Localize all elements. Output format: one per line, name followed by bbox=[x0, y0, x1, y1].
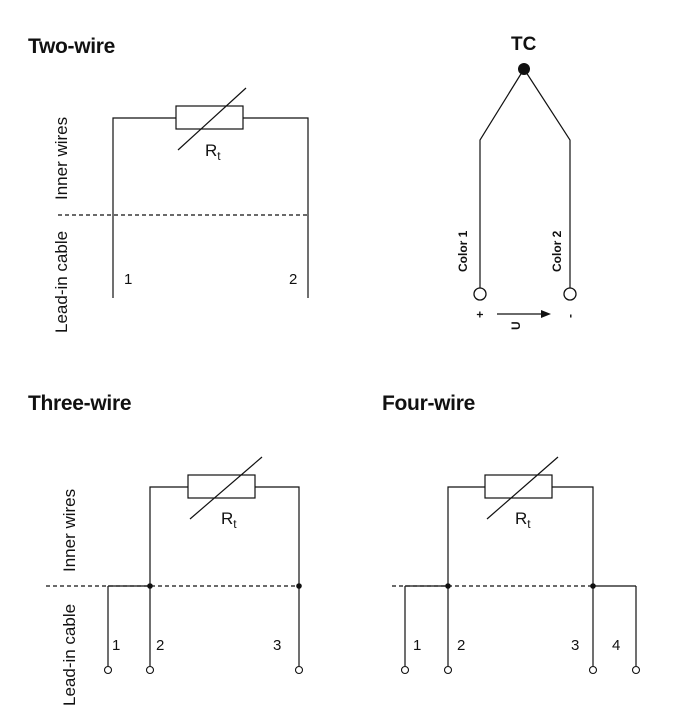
two-wire-lead-in-cable-label: Lead-in cable bbox=[52, 231, 71, 333]
three-wire-terminal-circle-2 bbox=[145, 665, 155, 675]
two-wire-variable-arrow bbox=[177, 87, 247, 151]
four-wire-terminal-circle-1 bbox=[400, 665, 410, 675]
four-wire-terminal-1: 1 bbox=[413, 637, 421, 654]
four-wire-resistor bbox=[484, 474, 553, 499]
tc-color2-label: Color 2 bbox=[550, 230, 564, 272]
four-wire-left-conductor bbox=[447, 486, 485, 586]
four-wire-terminal-circle-4 bbox=[631, 665, 641, 675]
three-wire-terminal-1: 1 bbox=[112, 637, 120, 654]
two-wire-diagram: Two-wire Inner wires Lead-in cable Rt 1 … bbox=[28, 35, 310, 333]
three-wire-diagram: Three-wire Inner wires Lead-in cable Rt … bbox=[28, 392, 304, 706]
three-wire-right-conductor bbox=[255, 486, 300, 586]
tc-minus-terminal bbox=[563, 287, 577, 301]
two-wire-resistor-label: Rt bbox=[205, 141, 221, 163]
four-wire-terminal-3: 3 bbox=[571, 637, 579, 654]
tc-plus-label: + bbox=[473, 311, 487, 318]
four-wire-variable-arrow bbox=[486, 456, 559, 520]
four-wire-terminal-2: 2 bbox=[457, 637, 465, 654]
two-wire-left-conductor bbox=[112, 117, 176, 298]
three-wire-title: Three-wire bbox=[28, 392, 131, 415]
two-wire-terminal-2: 2 bbox=[289, 271, 297, 288]
three-wire-terminal-circle-3 bbox=[294, 665, 304, 675]
four-wire-right-conductor bbox=[552, 486, 594, 586]
three-wire-inner-wires-label: Inner wires bbox=[60, 489, 79, 572]
four-wire-title: Four-wire bbox=[382, 392, 475, 415]
three-wire-lead-in-cable-label: Lead-in cable bbox=[60, 604, 79, 706]
three-wire-terminal-circle-1 bbox=[103, 665, 113, 675]
four-wire-terminal-circle-2 bbox=[443, 665, 453, 675]
tc-right-conductor bbox=[523, 68, 571, 288]
three-wire-terminal-3: 3 bbox=[273, 637, 281, 654]
two-wire-terminal-1: 1 bbox=[124, 271, 132, 288]
tc-plus-terminal bbox=[473, 287, 487, 301]
two-wire-title: Two-wire bbox=[28, 35, 115, 58]
tc-voltage-arrow-head bbox=[541, 310, 551, 318]
two-wire-right-conductor bbox=[243, 117, 309, 298]
tc-minus-label: - bbox=[563, 314, 577, 318]
two-wire-resistor bbox=[175, 105, 244, 130]
four-wire-terminal-4: 4 bbox=[612, 637, 620, 654]
four-wire-diagram: Four-wire Rt 1 2 3 4 bbox=[382, 392, 641, 675]
thermocouple-diagram: TC Color 1 Color 2 + - U bbox=[456, 34, 577, 330]
three-wire-terminal-2: 2 bbox=[156, 637, 164, 654]
three-wire-variable-arrow bbox=[189, 456, 263, 520]
four-wire-terminal-circle-3 bbox=[588, 665, 598, 675]
tc-voltage-label: U bbox=[509, 321, 523, 330]
four-wire-resistor-label: Rt bbox=[515, 509, 531, 531]
three-wire-resistor-label: Rt bbox=[221, 509, 237, 531]
two-wire-inner-wires-label: Inner wires bbox=[52, 117, 71, 200]
tc-color1-label: Color 1 bbox=[456, 230, 470, 272]
tc-left-conductor bbox=[479, 68, 525, 288]
three-wire-left-conductor bbox=[149, 486, 188, 586]
three-wire-resistor bbox=[187, 474, 256, 499]
tc-title: TC bbox=[511, 34, 537, 55]
